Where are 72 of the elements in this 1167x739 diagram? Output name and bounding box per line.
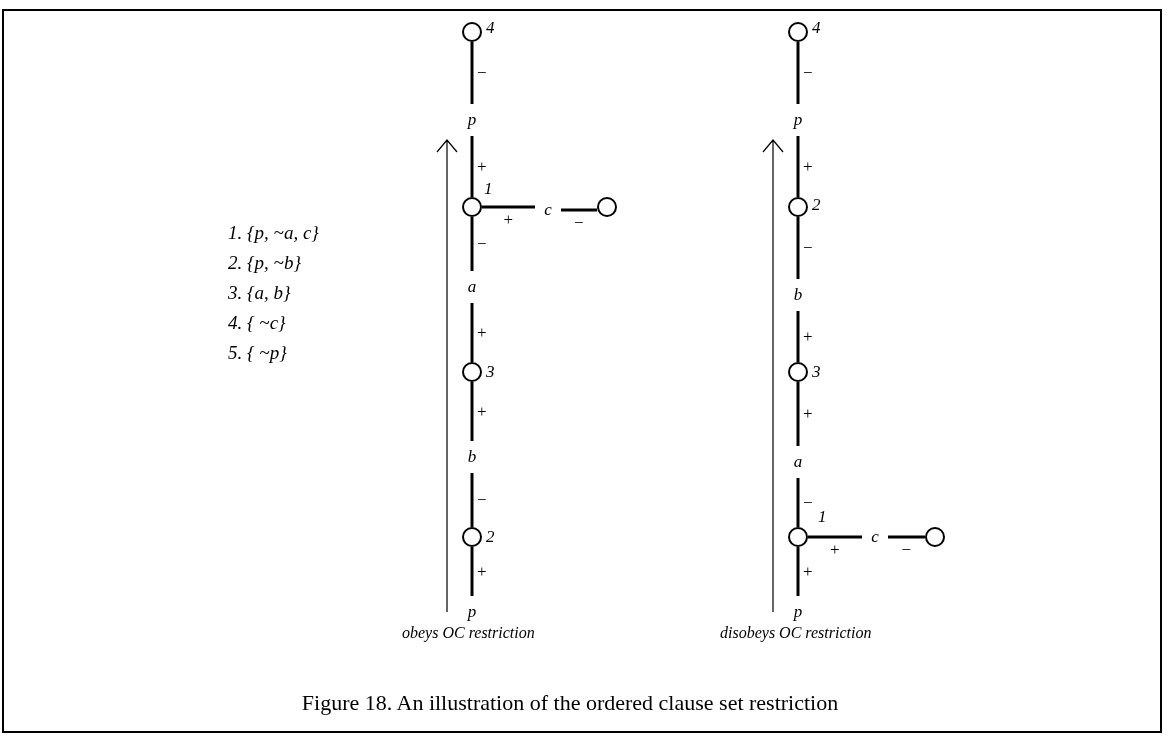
clause-text: 4. { ~c}	[228, 312, 286, 334]
variable-label: c	[868, 527, 882, 547]
connector-line	[796, 382, 800, 446]
connector-line	[470, 136, 474, 197]
connector-line	[482, 205, 535, 209]
clause-number: 1	[484, 179, 493, 199]
variable-label: p	[791, 110, 805, 130]
connector-line	[808, 535, 862, 539]
connector-line	[796, 136, 800, 197]
sign-label: +	[803, 157, 813, 176]
connector-line	[796, 311, 800, 362]
connector-line	[796, 478, 800, 527]
connector-line	[470, 217, 474, 271]
clause-text: 2. {p, ~b}	[228, 252, 301, 274]
variable-label: p	[465, 602, 479, 622]
clause-number: 4	[486, 18, 495, 38]
connector-line	[470, 42, 474, 104]
connector-line	[796, 547, 800, 596]
variable-label: a	[465, 277, 479, 297]
clause-text: 1. {p, ~a, c}	[228, 222, 319, 244]
circle-node	[462, 22, 482, 42]
clause-number: 4	[812, 18, 821, 38]
variable-label: p	[791, 602, 805, 622]
connector-line	[470, 547, 474, 596]
clause-text: 3. {a, b}	[228, 282, 291, 304]
sign-label: −	[477, 491, 487, 509]
clause-number: 3	[486, 362, 495, 382]
connector-line	[470, 382, 474, 441]
variable-label: c	[541, 200, 555, 220]
connector-line	[796, 42, 800, 104]
sign-label: −	[901, 541, 912, 559]
sign-label: +	[803, 562, 813, 581]
connector-line	[561, 208, 597, 212]
circle-node	[597, 197, 617, 217]
clause-text: 5. { ~p}	[228, 342, 287, 364]
variable-label: a	[791, 452, 805, 472]
circle-node	[788, 22, 808, 42]
clause-number: 3	[812, 362, 821, 382]
sign-label: +	[503, 211, 514, 229]
circle-node	[462, 362, 482, 382]
connector-line	[796, 217, 800, 279]
variable-label: p	[465, 110, 479, 130]
sign-label: −	[477, 235, 487, 253]
figure-caption: Figure 18. An illustration of the ordered clause set restriction	[300, 690, 840, 716]
clause-number: 1	[818, 507, 827, 527]
connector-line	[888, 535, 925, 539]
sign-label: +	[803, 405, 813, 423]
clause-number: 2	[812, 195, 821, 215]
circle-node	[462, 197, 482, 217]
sign-label: −	[803, 493, 813, 512]
clause-number: 2	[486, 527, 495, 547]
panel-caption: obeys OC restriction	[402, 624, 535, 642]
connector-line	[470, 303, 474, 362]
variable-label: b	[791, 285, 805, 305]
panel-caption: disobeys OC restriction	[720, 624, 872, 642]
sign-label: −	[803, 239, 813, 257]
sign-label: −	[477, 64, 487, 82]
sign-label: −	[574, 214, 584, 232]
sign-label: +	[477, 402, 487, 421]
sign-label: +	[803, 327, 813, 346]
sign-label: −	[803, 64, 813, 82]
sign-label: +	[477, 323, 487, 342]
circle-node	[788, 362, 808, 382]
circle-node	[788, 527, 808, 547]
circle-node	[788, 197, 808, 217]
sign-label: +	[830, 541, 840, 559]
sign-label: +	[477, 157, 487, 176]
variable-label: b	[465, 447, 479, 467]
connector-line	[470, 473, 474, 527]
sign-label: +	[477, 562, 487, 581]
circle-node	[462, 527, 482, 547]
circle-node	[925, 527, 945, 547]
